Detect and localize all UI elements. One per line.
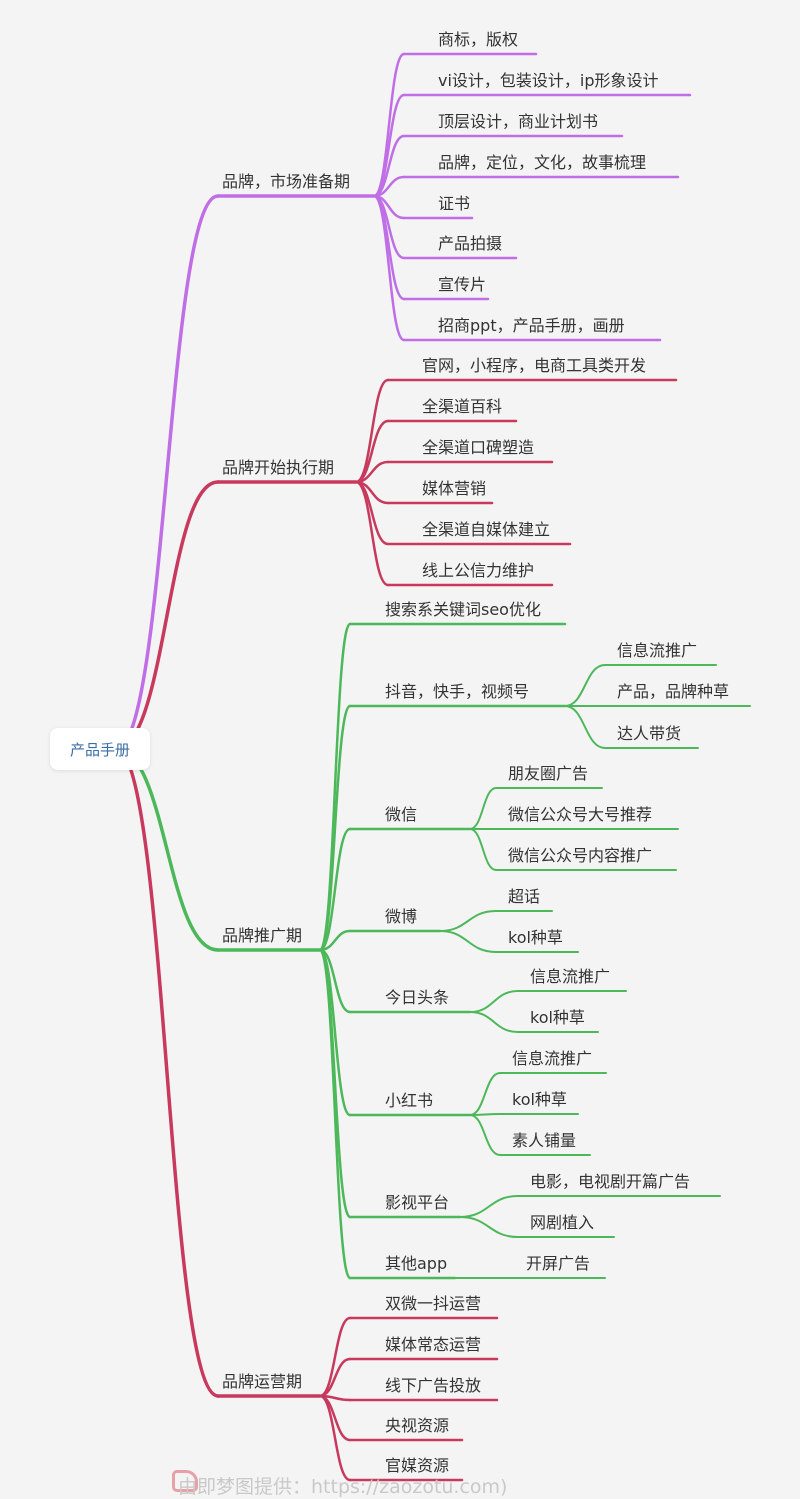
phase-1-child-2-label[interactable]: 全渠道口碑塑造 — [422, 438, 535, 457]
phase-2-child-4-sub-1-branch — [469, 1011, 519, 1033]
root-label: 产品手册 — [69, 740, 130, 759]
phase-0-child-7-label[interactable]: 招商ppt，产品手册，画册 — [438, 316, 625, 335]
phase-2-child-3-label[interactable]: 微博 — [385, 907, 418, 926]
phase-2-child-3-sub-1-label[interactable]: kol种草 — [508, 928, 563, 947]
phase-2-child-3-sub-1-branch — [439, 930, 497, 953]
phase-2-child-6-sub-1-label[interactable]: 网剧植入 — [530, 1213, 595, 1232]
phase-2-child-7-branch — [318, 948, 352, 1280]
phase-0-child-1-branch — [372, 93, 406, 198]
phase-3-child-2-label[interactable]: 线下广告投放 — [385, 1376, 482, 1395]
phase-2-child-1-sub-0-branch — [564, 664, 606, 707]
phase-0-label[interactable]: 品牌，市场准备期 — [222, 172, 351, 191]
phase-3-label[interactable]: 品牌运营期 — [222, 1372, 303, 1391]
phase-2-child-1-sub-2-label[interactable]: 达人带货 — [617, 724, 682, 743]
phase-2-child-5-sub-0-branch — [469, 1072, 501, 1116]
phase-2-child-2-sub-1-label[interactable]: 微信公众号大号推荐 — [508, 805, 653, 824]
phase-3-child-0-label[interactable]: 双微一抖运营 — [385, 1294, 482, 1313]
phase-2-child-2-sub-0-branch — [469, 787, 497, 830]
phase-0-child-7-branch — [372, 194, 406, 342]
phase-2-child-1-label[interactable]: 抖音，快手，视频号 — [385, 682, 530, 701]
phase-0-branch — [114, 194, 220, 751]
phase-1-child-5-branch — [354, 480, 390, 587]
phase-1-child-1-label[interactable]: 全渠道百科 — [422, 397, 503, 416]
phase-0-child-1-label[interactable]: vi设计，包装设计，ip形象设计 — [438, 71, 659, 90]
phase-3-child-3-label[interactable]: 央视资源 — [385, 1416, 450, 1435]
phase-1-label[interactable]: 品牌开始执行期 — [222, 458, 335, 477]
phase-2-child-1-sub-1-label[interactable]: 产品，品牌种草 — [617, 682, 730, 701]
phase-2-child-7-sub-0-label[interactable]: 开屏广告 — [526, 1254, 591, 1273]
phase-2-child-6-branch — [318, 948, 352, 1219]
phase-2-child-0-branch — [318, 622, 352, 952]
phase-2-child-2-branch — [318, 827, 352, 952]
phase-2-child-1-sub-2-branch — [564, 705, 606, 749]
phase-2-child-5-sub-2-label[interactable]: 素人铺量 — [512, 1131, 577, 1150]
phase-0-child-0-label[interactable]: 商标，版权 — [438, 30, 519, 49]
phase-1-child-0-branch — [354, 378, 390, 484]
phase-2-child-4-branch — [318, 948, 352, 1014]
phase-2-child-1-sub-0-label[interactable]: 信息流推广 — [617, 641, 698, 660]
phase-0-child-4-label[interactable]: 证书 — [438, 194, 471, 213]
phase-3-child-0-branch — [318, 1316, 352, 1398]
phase-0-child-6-label[interactable]: 宣传片 — [438, 275, 487, 294]
phase-2-branch — [114, 747, 220, 952]
phase-2-child-1-branch — [318, 704, 352, 952]
phase-2-child-6-sub-0-label[interactable]: 电影，电视剧开篇广告 — [530, 1172, 691, 1191]
phase-2-child-5-sub-1-branch — [469, 1113, 501, 1116]
phase-2-child-2-label[interactable]: 微信 — [385, 805, 418, 824]
phase-1-child-3-label[interactable]: 媒体营销 — [422, 479, 487, 498]
root-node[interactable]: 产品手册 — [50, 728, 150, 770]
phase-2-child-7-label[interactable]: 其他app — [385, 1254, 448, 1273]
phase-3-child-1-label[interactable]: 媒体常态运营 — [385, 1335, 482, 1354]
phase-2-child-0-label[interactable]: 搜索系关键词seo优化 — [385, 600, 541, 619]
phase-2-child-4-sub-0-label[interactable]: 信息流推广 — [530, 967, 611, 986]
phase-2-child-4-label[interactable]: 今日头条 — [385, 988, 450, 1007]
phase-1-child-0-label[interactable]: 官网，小程序，电商工具类开发 — [422, 356, 647, 375]
phase-3-child-1-branch — [318, 1357, 352, 1398]
phase-3-branch — [114, 747, 220, 1398]
phase-0-child-5-label[interactable]: 产品拍摄 — [438, 234, 503, 253]
phase-1-child-4-label[interactable]: 全渠道自媒体建立 — [422, 520, 551, 539]
phase-2-child-3-branch — [318, 929, 352, 952]
phase-2-child-5-sub-0-label[interactable]: 信息流推广 — [512, 1049, 593, 1068]
phase-1-branch — [114, 480, 220, 751]
phase-0-child-0-branch — [372, 52, 406, 198]
phase-2-child-2-sub-0-label[interactable]: 朋友圈广告 — [508, 764, 589, 783]
phase-2-label[interactable]: 品牌推广期 — [222, 926, 303, 945]
phase-2-child-3-sub-0-branch — [439, 910, 497, 932]
phase-2-child-4-sub-1-label[interactable]: kol种草 — [530, 1008, 585, 1027]
phase-2-child-5-label[interactable]: 小红书 — [385, 1091, 434, 1110]
phase-2-child-5-sub-2-branch — [469, 1114, 501, 1156]
phase-0-child-2-label[interactable]: 顶层设计，商业计划书 — [438, 112, 599, 131]
phase-2-child-6-sub-1-branch — [459, 1216, 519, 1238]
phase-2-child-3-sub-0-label[interactable]: 超话 — [508, 887, 541, 906]
phase-2-child-6-label[interactable]: 影视平台 — [385, 1193, 450, 1212]
phase-2-child-2-sub-2-label[interactable]: 微信公众号内容推广 — [508, 846, 653, 865]
phase-3-child-4-branch — [318, 1394, 352, 1482]
phase-1-child-5-label[interactable]: 线上公信力维护 — [422, 561, 535, 580]
watermark-text: 由即梦图提供：https://zaozotu.com) — [178, 1476, 508, 1498]
phase-0-child-3-label[interactable]: 品牌，定位，文化，故事梳理 — [438, 153, 647, 172]
phase-2-child-5-sub-1-label[interactable]: kol种草 — [512, 1090, 567, 1109]
phase-2-child-2-sub-2-branch — [469, 828, 497, 871]
phase-2-child-4-sub-0-branch — [469, 990, 519, 1013]
phase-0-child-6-branch — [372, 194, 406, 301]
phase-2-child-6-sub-0-branch — [459, 1195, 519, 1218]
phase-3-child-4-label[interactable]: 官媒资源 — [385, 1456, 450, 1475]
